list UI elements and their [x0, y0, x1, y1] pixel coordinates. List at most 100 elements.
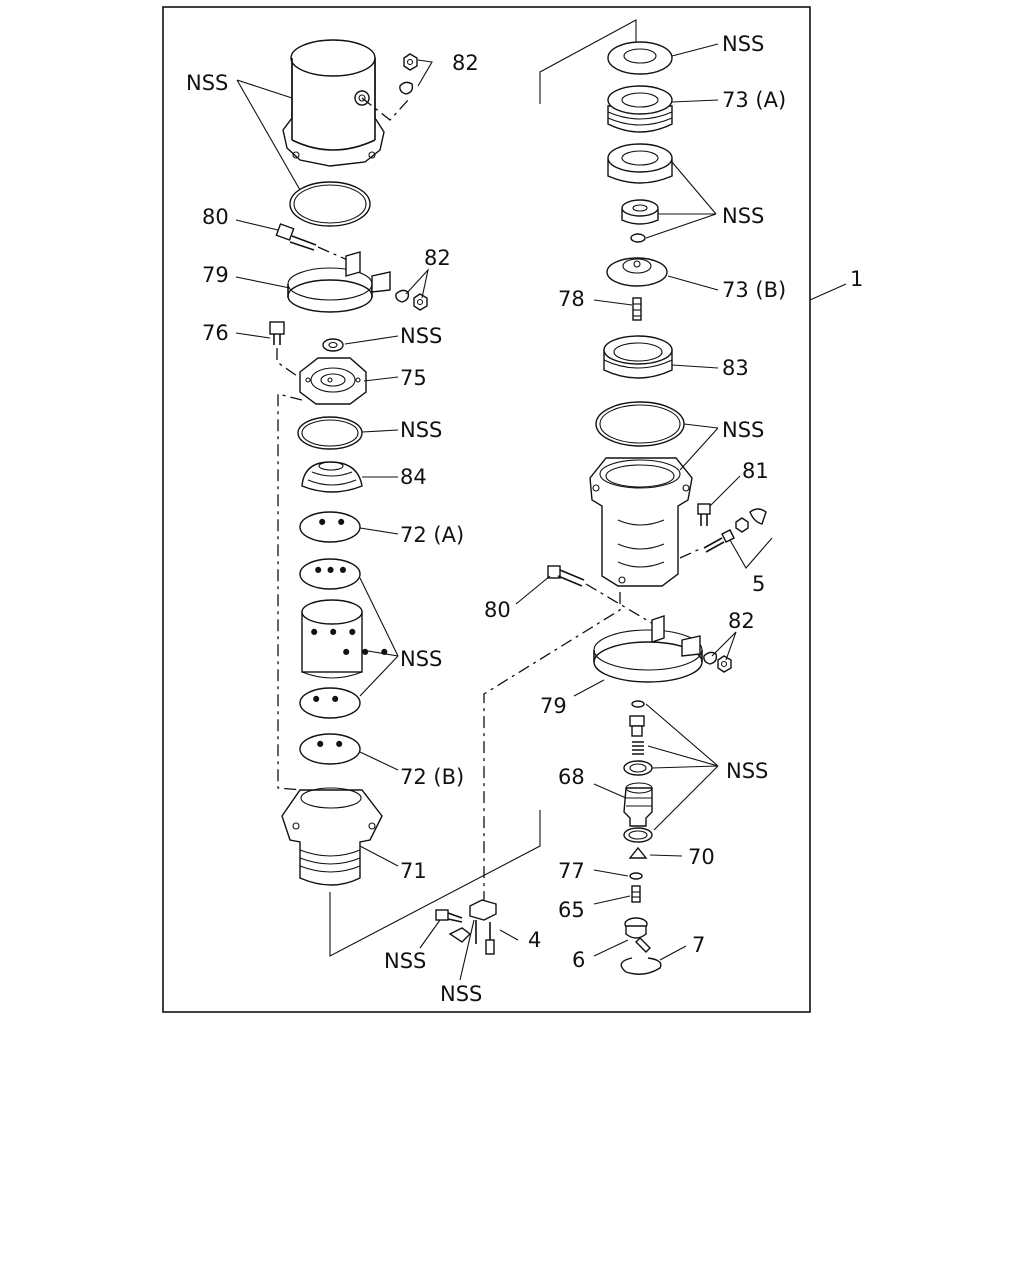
disc-72a: [299, 511, 361, 543]
callout-73a: 73 (A): [722, 88, 786, 112]
leader-nss-rings: [645, 161, 717, 239]
leader-nss-body: [679, 423, 719, 471]
cover-o-ring: [289, 181, 371, 227]
leader-82-left: [405, 268, 429, 299]
callout-nss-oring: NSS: [400, 418, 442, 442]
housing-cover: [282, 39, 385, 167]
leader-76: [235, 332, 271, 339]
sensor-5: [703, 508, 767, 553]
leader-65: [593, 895, 631, 905]
piston-83: [603, 335, 673, 379]
leader-78: [593, 299, 633, 306]
callout-nss-bottom: NSS: [440, 982, 482, 1006]
rings-nss-right: [607, 143, 673, 243]
leader-7: [659, 945, 687, 961]
bracket-71-to-4: [329, 810, 541, 957]
bolt-78: [632, 297, 642, 321]
callout-68: 68: [558, 765, 585, 789]
callout-80-left: 80: [202, 205, 229, 229]
leader-70: [649, 854, 683, 857]
leader-72a: [359, 527, 399, 535]
leader-79-right: [573, 679, 605, 697]
leader-nss-bolt-bottom: [419, 919, 441, 949]
nut-washer-82-top: [399, 53, 418, 95]
callout-76: 76: [202, 321, 229, 345]
callout-6: 6: [572, 948, 585, 972]
filter-disc-top: [299, 558, 361, 590]
callout-78: 78: [558, 287, 585, 311]
bolt-80-right: [547, 565, 585, 587]
leader-nss-washer: [344, 335, 399, 345]
callout-80-right: 80: [484, 598, 511, 622]
filter-element: • • • • • •: [301, 599, 391, 679]
callout-72b: 72 (B): [400, 765, 464, 789]
seat-73b: [606, 257, 668, 287]
body-o-ring-nss: [595, 401, 685, 447]
callout-nss-valve: NSS: [726, 759, 768, 783]
snap-ring-7: [620, 957, 662, 975]
callout-nss-top-right: NSS: [722, 32, 764, 56]
callout-4: 4: [528, 928, 541, 952]
filter-disc-bottom: [299, 687, 361, 719]
leader-77: [593, 869, 629, 877]
cone-70: [628, 846, 648, 859]
base-housing-71: [281, 787, 383, 886]
callout-nss-body: NSS: [722, 418, 764, 442]
bracket-4: [469, 899, 497, 955]
callout-82-left: 82: [424, 246, 451, 270]
leader-80-left: [235, 219, 279, 231]
diagram-frame: [162, 6, 811, 1013]
leader-82-top: [417, 59, 433, 87]
top-washer-nss: [607, 41, 673, 75]
seat-73a: [607, 85, 673, 133]
dash-guide-left: [277, 393, 303, 791]
bracket-top-right: [539, 19, 637, 104]
callout-82-right: 82: [728, 609, 755, 633]
leader-nss-top-left: [236, 79, 301, 191]
screw-65: [631, 885, 641, 903]
callout-79-right: 79: [540, 694, 567, 718]
callout-nss-rings-right: NSS: [722, 204, 764, 228]
leader-73a: [671, 99, 719, 103]
bolt-80-left: [275, 223, 317, 251]
leader-68: [593, 783, 627, 799]
valve-68: [623, 782, 653, 827]
disc-dots-4: • •: [314, 733, 345, 757]
dash-bolt80-clamp-right: [585, 583, 661, 629]
callout-73b: 73 (B): [722, 278, 786, 302]
leader-83: [671, 364, 719, 369]
callout-77: 77: [558, 859, 585, 883]
plug-6: [624, 917, 651, 953]
ring-nss-lower: [623, 827, 653, 843]
nut-washer-82-right: [703, 651, 732, 673]
dash-sensor-body: [679, 547, 703, 559]
dash-bolt76-cover: [276, 348, 301, 379]
valve-parts-nss: [623, 700, 653, 776]
callout-nss-top-left: NSS: [186, 71, 228, 95]
leader-80-right: [515, 575, 551, 605]
leader-79-left: [235, 276, 291, 289]
leader-82-right: [711, 631, 737, 661]
leader-81: [709, 475, 741, 507]
leader-6: [593, 939, 629, 957]
disc-dots-2: •••: [312, 559, 349, 583]
callout-65: 65: [558, 898, 585, 922]
o-ring-nss: [297, 416, 363, 450]
leader-4: [499, 929, 519, 941]
leader-72b: [359, 751, 399, 771]
callout-7: 7: [692, 933, 705, 957]
leader-73b: [667, 275, 719, 291]
clamp-79-right: [593, 615, 703, 683]
callout-1: 1: [850, 267, 863, 291]
bolt-76: [269, 321, 285, 345]
dash-guide-center: [483, 592, 621, 904]
leader-dash-cover-82: [361, 97, 411, 121]
diaphragm-84: [301, 461, 363, 493]
leader-75: [363, 376, 399, 382]
leader-5: [729, 537, 773, 569]
leader-nss-top-right: [671, 43, 719, 57]
nut-washer-82-left: [395, 289, 428, 311]
bolt-81: [697, 503, 711, 526]
leader-nss-bottom: [459, 919, 475, 981]
